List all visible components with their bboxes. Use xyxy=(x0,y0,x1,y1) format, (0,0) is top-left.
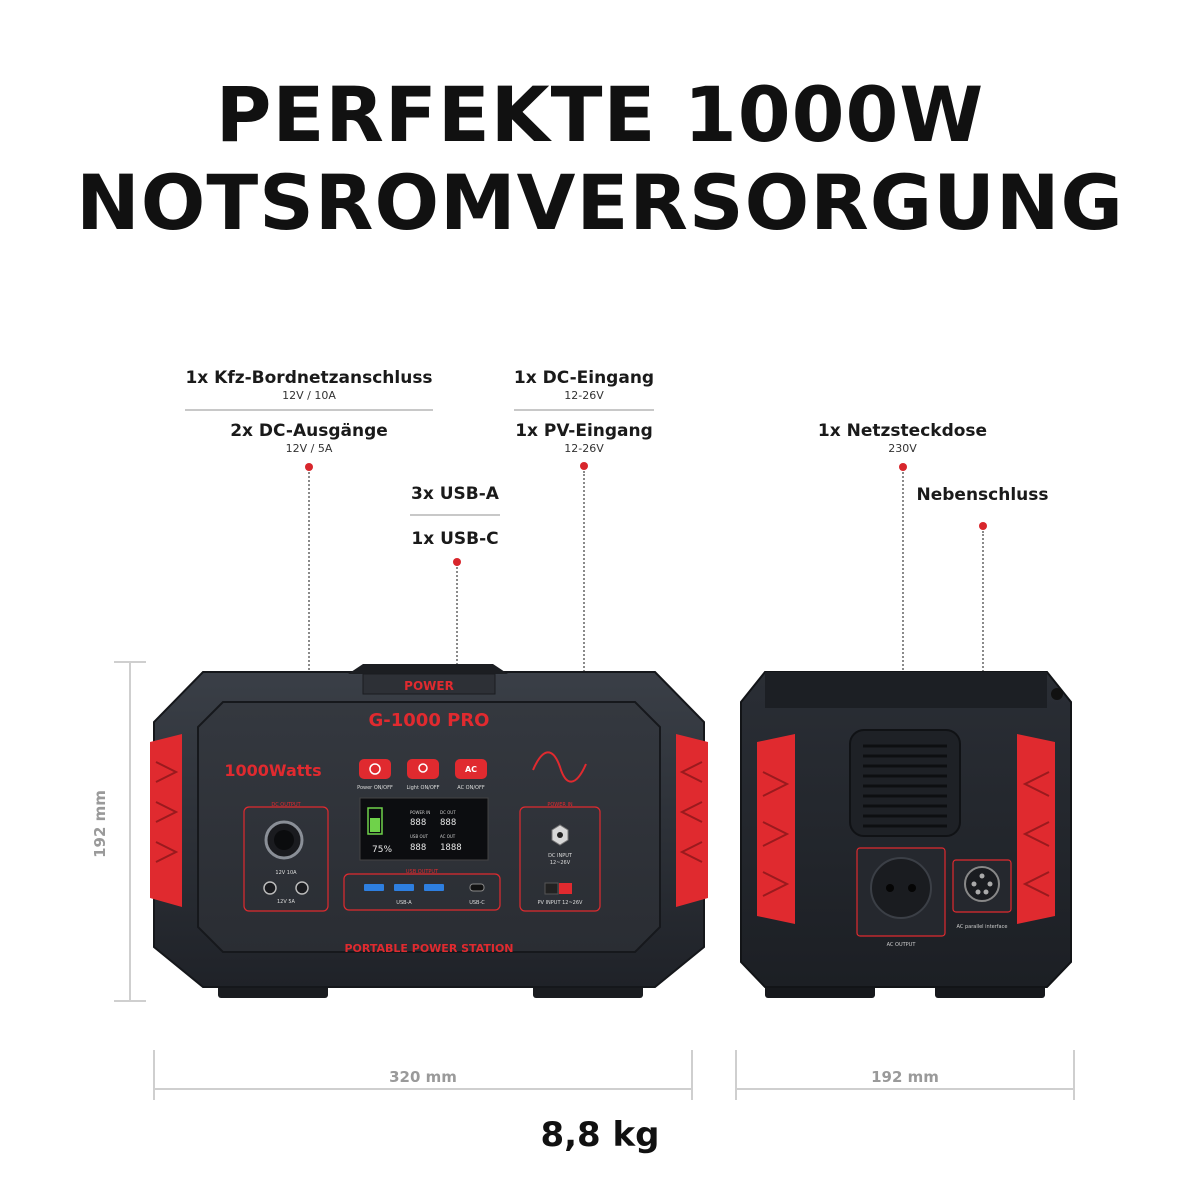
pv-port-black xyxy=(544,882,559,895)
power-icon xyxy=(369,763,381,775)
label-kfz: 1x Kfz-Bordnetzanschluss 12V / 10A xyxy=(185,368,433,402)
svg-text:DC OUTPUT: DC OUTPUT xyxy=(271,802,301,808)
svg-text:888: 888 xyxy=(410,818,426,828)
label-dc-out-sub: 12V / 5A xyxy=(285,442,333,455)
svg-text:POWER IN: POWER IN xyxy=(410,810,430,815)
height-dimension-line xyxy=(114,661,146,1002)
svg-text:POWER IN: POWER IN xyxy=(547,802,573,808)
device-front: POWER G-1000 PRO 1000Watts Power ON/OFF … xyxy=(150,664,708,998)
power-in-panel xyxy=(519,806,601,912)
parallel-socket xyxy=(964,866,1000,902)
svg-text:12V 5A: 12V 5A xyxy=(277,899,296,905)
svg-text:888: 888 xyxy=(440,818,456,828)
label-usb-a: 3x USB-A xyxy=(405,484,505,504)
ac-socket xyxy=(870,857,932,919)
label-usb-a-title: 3x USB-A xyxy=(411,484,499,504)
device-footer: PORTABLE POWER STATION xyxy=(344,942,513,955)
separator-usb xyxy=(410,514,500,516)
label-pv-in: 1x PV-Eingang 12-26V xyxy=(508,421,660,455)
weight-text: 8,8 kg xyxy=(540,1115,660,1155)
dc-output-panel xyxy=(243,806,329,912)
callout-line-dc-in xyxy=(583,471,585,819)
bulb-icon xyxy=(418,763,428,773)
svg-text:Power ON/OFF: Power ON/OFF xyxy=(357,785,393,791)
dc-port-1 xyxy=(263,881,277,895)
svg-text:12~26V: 12~26V xyxy=(550,860,571,866)
callout-dot-ac xyxy=(899,463,907,471)
light-button xyxy=(407,759,439,779)
callout-dot-parallel xyxy=(979,522,987,530)
callout-dot-dc-out xyxy=(305,463,313,471)
dc-port-2 xyxy=(295,881,309,895)
svg-text:1888: 1888 xyxy=(440,843,462,853)
svg-text:75%: 75% xyxy=(372,845,392,855)
label-dc-in-title: 1x DC-Eingang xyxy=(513,368,655,388)
label-ac-sub: 230V xyxy=(888,442,917,455)
usb-output-panel xyxy=(343,873,501,911)
svg-text:AC: AC xyxy=(465,765,477,774)
separator-kfz xyxy=(185,409,433,411)
svg-text:USB OUTPUT: USB OUTPUT xyxy=(406,869,439,875)
svg-text:USB-A: USB-A xyxy=(396,900,412,906)
svg-text:Light ON/OFF: Light ON/OFF xyxy=(406,785,439,791)
label-dc-in: 1x DC-Eingang 12-26V xyxy=(508,368,660,402)
svg-text:AC OUT: AC OUT xyxy=(440,834,456,839)
depth-dimension-line xyxy=(735,1050,1075,1100)
callout-dot-usb xyxy=(453,558,461,566)
depth-dimension-text: 192 mm xyxy=(871,1068,939,1086)
separator-dc xyxy=(514,409,654,411)
label-kfz-title: 1x Kfz-Bordnetzanschluss xyxy=(185,368,433,388)
label-pv-in-title: 1x PV-Eingang xyxy=(515,421,653,441)
label-usb-c: 1x USB-C xyxy=(405,529,505,549)
svg-text:AC OUTPUT: AC OUTPUT xyxy=(887,942,917,948)
usb-a-port-2 xyxy=(394,884,414,891)
svg-text:USB OUT: USB OUT xyxy=(410,834,429,839)
label-pv-in-sub: 12-26V xyxy=(564,442,604,455)
power-button xyxy=(359,759,391,779)
label-kfz-sub: 12V / 10A xyxy=(282,389,336,402)
svg-text:AC parallel interface: AC parallel interface xyxy=(957,924,1008,930)
callout-dot-dc-in xyxy=(580,462,588,470)
ac-button xyxy=(455,759,487,779)
label-dc-out-title: 2x DC-Ausgänge xyxy=(230,421,388,441)
svg-text:DC INPUT: DC INPUT xyxy=(548,853,573,859)
svg-text:888: 888 xyxy=(410,843,426,853)
callout-line-dc-out xyxy=(308,472,310,802)
svg-text:12V 10A: 12V 10A xyxy=(275,870,297,876)
usb-c-port xyxy=(469,883,485,892)
device-side: AC OUTPUT AC parallel interface xyxy=(740,671,1072,998)
label-dc-out: 2x DC-Ausgänge 12V / 5A xyxy=(185,421,433,455)
label-ac-title: 1x Netzsteckdose xyxy=(817,421,988,441)
svg-text:DC OUT: DC OUT xyxy=(440,810,456,815)
device-brand: POWER xyxy=(404,679,454,693)
device-watts: 1000Watts xyxy=(224,761,321,780)
label-dc-in-sub: 12-26V xyxy=(564,389,604,402)
usb-a-port-3 xyxy=(424,884,444,891)
headline-line-1: PERFEKTE 1000W xyxy=(215,70,985,159)
sine-wave-icon xyxy=(532,751,587,783)
width-dimension-line xyxy=(153,1050,693,1100)
usb-a-port-1 xyxy=(364,884,384,891)
svg-text:AC ON/OFF: AC ON/OFF xyxy=(457,785,485,791)
label-parallel: Nebenschluss xyxy=(900,485,1065,505)
label-usb-c-title: 1x USB-C xyxy=(411,529,499,549)
device-model: G-1000 PRO xyxy=(369,710,490,731)
label-ac: 1x Netzsteckdose 230V xyxy=(800,421,1005,455)
headline-line-2: NOTSROMVERSORGUNG xyxy=(76,158,1124,247)
svg-text:USB-C: USB-C xyxy=(469,900,485,906)
width-dimension-text: 320 mm xyxy=(389,1068,457,1086)
pv-port-red xyxy=(559,883,572,894)
svg-text:PV INPUT 12~26V: PV INPUT 12~26V xyxy=(538,900,583,906)
height-dimension-text: 192 mm xyxy=(91,790,109,858)
label-parallel-title: Nebenschluss xyxy=(916,485,1049,505)
